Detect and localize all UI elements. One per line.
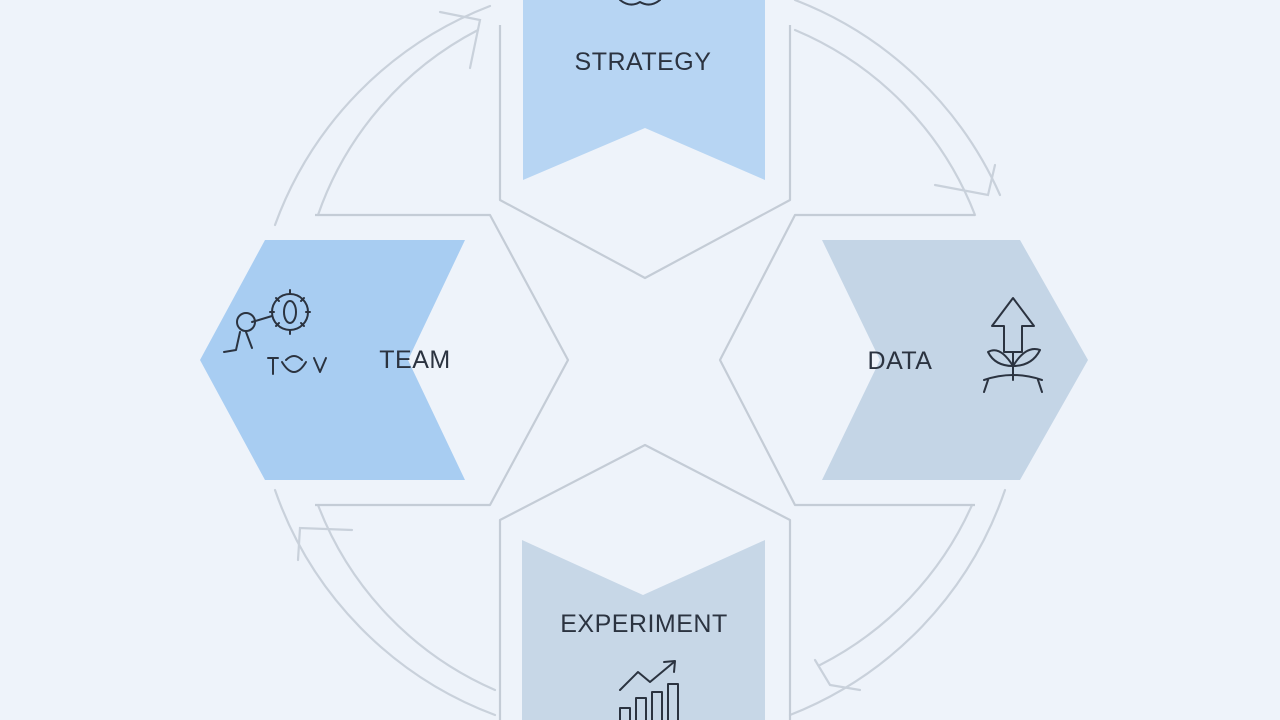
cycle-arrows <box>296 10 997 692</box>
ring-arc-bottom-right <box>788 488 1007 717</box>
cycle-ring <box>273 0 1007 717</box>
experiment-outline <box>498 443 792 720</box>
strategy-shape <box>523 0 765 180</box>
experiment-shape <box>522 540 765 720</box>
team-shape <box>200 240 465 480</box>
strategy-label: STRATEGY <box>575 48 712 76</box>
ring-arc-top-left-inner <box>316 28 480 217</box>
node-team: TEAM <box>200 240 465 480</box>
node-data: DATA <box>822 240 1088 480</box>
ring-arc-bottom-right-inner <box>818 503 974 667</box>
arrow-head-bottom <box>813 658 862 692</box>
ring-arc-bottom-left-inner <box>316 503 497 692</box>
data-label: DATA <box>868 347 933 375</box>
node-strategy: STRATEGY <box>523 0 765 180</box>
team-gears-icon <box>223 289 327 375</box>
ring-arc-bottom-left <box>273 488 497 717</box>
team-label: TEAM <box>379 346 450 374</box>
node-experiment: EXPERIMENT <box>522 540 765 720</box>
strategy-outline <box>498 25 792 280</box>
team-outline <box>315 213 570 507</box>
data-outline <box>718 213 975 507</box>
arrow-head-left <box>296 526 354 562</box>
arrow-head-right <box>933 163 997 197</box>
bar-chart-trend-icon <box>619 660 679 720</box>
gears-icon <box>619 0 661 6</box>
ring-arc-top-right <box>793 0 1002 197</box>
experiment-label: EXPERIMENT <box>560 610 728 638</box>
ring-arc-top-right-inner <box>793 28 977 217</box>
growth-plant-icon <box>983 297 1043 393</box>
ring-arc-top-left <box>273 4 492 227</box>
arrow-head-top <box>438 10 482 70</box>
data-shape <box>822 240 1088 480</box>
hexagon-outlines <box>315 25 975 720</box>
